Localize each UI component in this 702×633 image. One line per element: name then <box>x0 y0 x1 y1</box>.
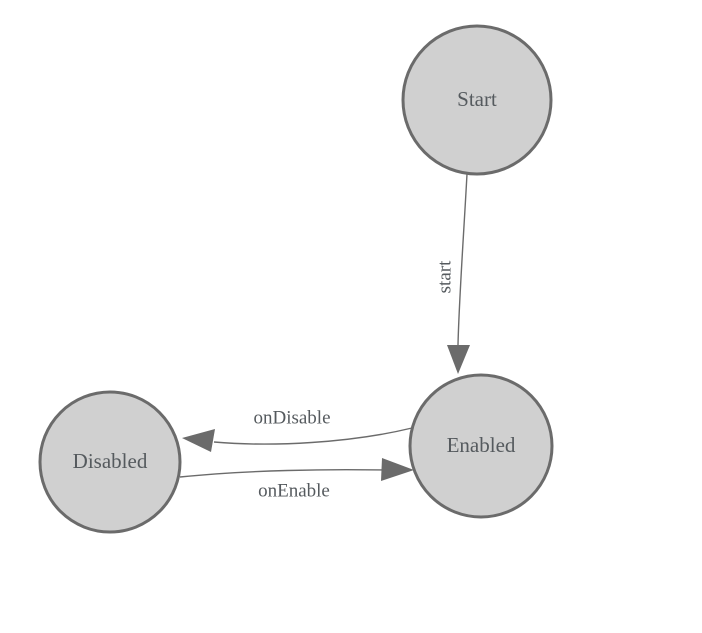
node-start-circle <box>401 24 553 176</box>
edge-ondisable-arrowhead-icon <box>182 429 215 452</box>
edge-onenable-path <box>179 468 384 478</box>
edge-ondisable-path <box>213 427 413 445</box>
edge-start-path <box>457 173 468 346</box>
edge-onenable-label: onEnable <box>258 480 330 501</box>
node-enabled[interactable]: Enabled <box>408 373 554 519</box>
node-disabled[interactable]: Disabled <box>38 390 182 534</box>
edge-start[interactable]: start <box>434 173 470 374</box>
edge-start-arrowhead-icon <box>447 345 470 374</box>
node-enabled-circle <box>408 373 554 519</box>
edge-onenable-arrowhead-icon <box>381 458 414 481</box>
edge-ondisable[interactable]: onDisable <box>182 407 413 452</box>
node-disabled-circle <box>38 390 182 534</box>
edge-ondisable-label: onDisable <box>253 407 330 428</box>
edge-onenable[interactable]: onEnable <box>179 458 414 501</box>
node-start-label: Start <box>457 87 497 111</box>
node-disabled-label: Disabled <box>73 449 148 473</box>
edge-start-label: start <box>434 260 455 293</box>
node-enabled-label: Enabled <box>447 433 516 457</box>
node-start[interactable]: Start <box>401 24 553 176</box>
